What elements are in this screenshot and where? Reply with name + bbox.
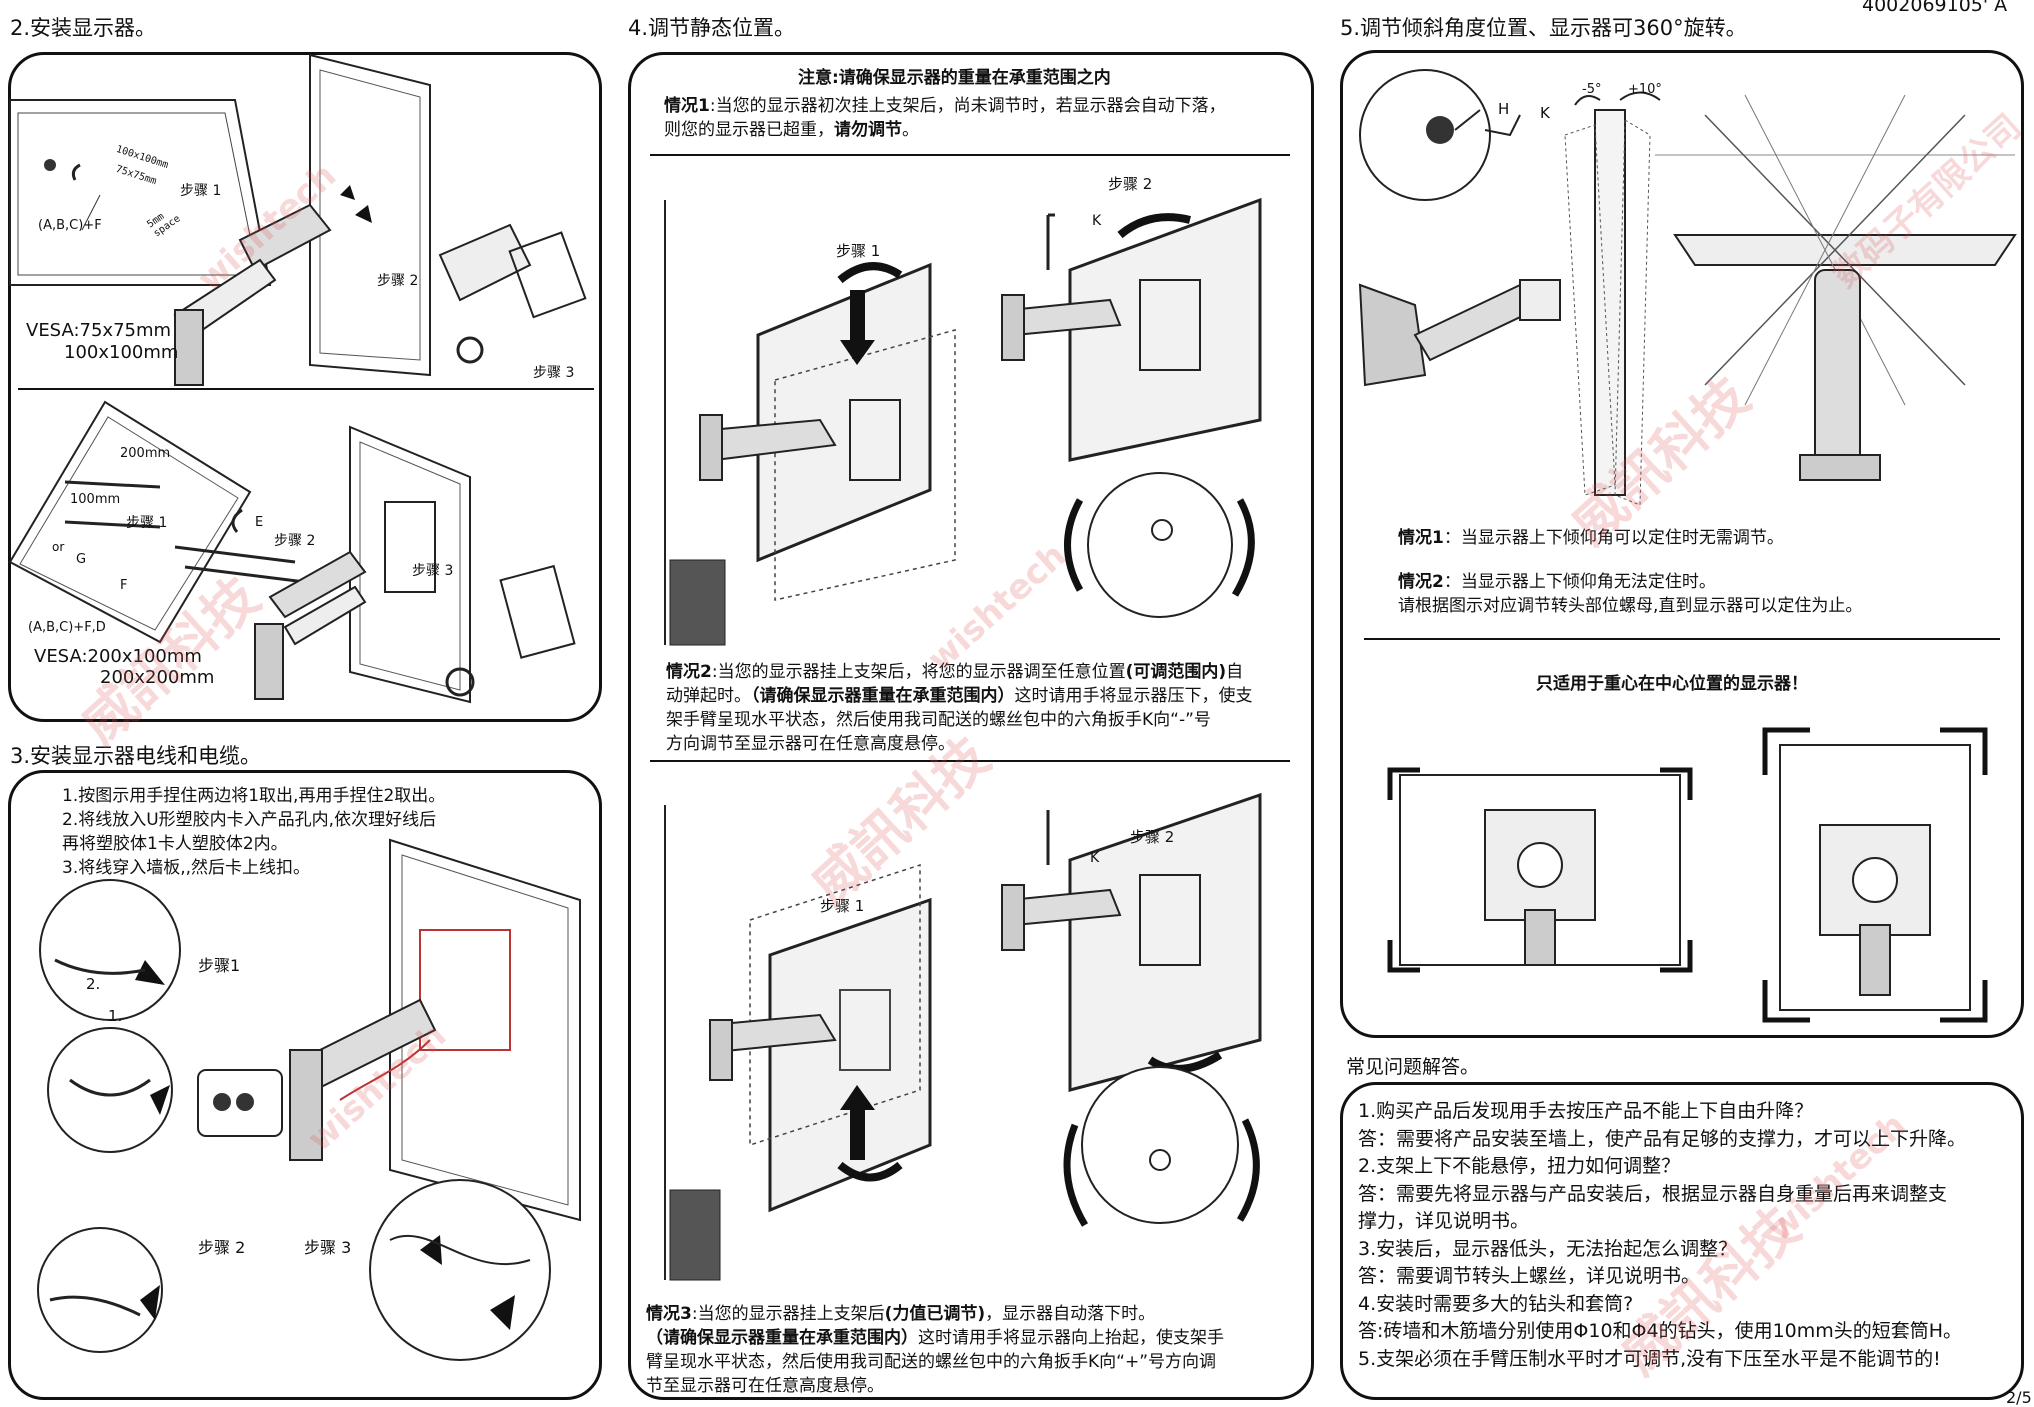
- cable-instruction-2b: 再将塑胶体1卡人塑胶体2内。: [62, 834, 288, 854]
- label-parts-abcf: (A,B,C)+F: [38, 218, 102, 233]
- label-step-2: 步骤 2: [377, 273, 419, 289]
- case-2-line-1: 情况2:当您的显示器挂上支架后，将您的显示器调至任意位置(可调范围内)自: [666, 662, 1244, 682]
- label-step-2-d: 步骤 2: [1108, 175, 1153, 193]
- label-h: H: [1498, 100, 1510, 118]
- label-100mm: 100mm: [70, 492, 121, 507]
- label-step-1-e: 步骤 1: [820, 897, 865, 915]
- faq-line: 撑力，详见说明书。: [1358, 1210, 1530, 1232]
- wall-mount-illustration-bottom: [8, 400, 576, 704]
- section-5-panel: [1340, 50, 2024, 1038]
- label-number-2: 2.: [86, 975, 101, 993]
- label-number-1: 1.: [108, 1007, 123, 1025]
- vesa-spec-bottom-2: 200x200mm: [100, 667, 215, 688]
- label-angle-plus: +10°: [1628, 82, 1662, 97]
- label-200mm: 200mm: [120, 446, 171, 461]
- section-4-divider-1: [650, 154, 1290, 156]
- section-4-title: 4.调节静态位置。: [628, 16, 796, 40]
- label-or: or: [52, 540, 65, 554]
- case-2-illustration: [664, 197, 1262, 646]
- label-angle-minus: -5°: [1582, 82, 1602, 97]
- label-k-tilt: K: [1540, 104, 1550, 122]
- cable-instruction-1: 1.按图示用手捏住两边将1取出,再用手捏住2取出。: [62, 786, 446, 806]
- section-2-title: 2.安装显示器。: [10, 16, 157, 40]
- label-step-2-b: 步骤 2: [274, 533, 316, 549]
- case-1-line-2: 则您的显示器已超重，请勿调节。: [664, 120, 919, 140]
- section-5-divider: [1364, 638, 2000, 640]
- faq-line: 5.支架必须在手臂压制水平时才可调节,没有下压至水平是不能调节的!: [1358, 1347, 1941, 1370]
- label-step-1: 步骤 1: [180, 183, 222, 199]
- case-2-line-4: 方向调节至显示器可在任意高度悬停。: [666, 734, 955, 754]
- cable-illustration: [37, 838, 581, 1361]
- label-k-bottom: K: [1090, 850, 1100, 866]
- rotation-illustration: [1387, 727, 1988, 1023]
- label-part-e: E: [255, 515, 264, 530]
- case-2-line-3: 架手臂呈现水平状态，然后使用我司配送的螺丝包中的六角扳手K向“-”号: [666, 710, 1211, 730]
- case-2-line-2: 动弹起时。（请确保显示器重量在承重范围内）这时请用手将显示器压下，使支: [666, 686, 1253, 706]
- tilt-case-2: 情况2：当显示器上下倾仰角无法定住时。: [1398, 572, 1716, 592]
- faq-line: 2.支架上下不能悬停，扭力如何调整？: [1358, 1155, 1681, 1177]
- section-2-divider: [18, 388, 594, 390]
- label-part-g: G: [76, 552, 87, 567]
- vesa-spec-bottom-1: VESA:200x100mm: [34, 646, 202, 667]
- tilt-rotate-illustration: [1358, 69, 2017, 506]
- section-3-panel: [8, 770, 602, 1400]
- label-parts-abcfd: (A,B,C)+F,D: [28, 620, 106, 635]
- faq-line: 答：需要先将显示器与产品安装后，根据显示器自身重量后再来调整支: [1358, 1182, 1948, 1205]
- document-code: 4002069105' A: [1862, 0, 2008, 16]
- faq-line: 3.安装后，显示器低头，无法抬起怎么调整？: [1358, 1237, 1738, 1260]
- weight-notice: 注意:请确保显示器的重量在承重范围之内: [798, 68, 1111, 88]
- faq-line: 1.购买产品后发现用手去按压产品不能上下自由升降？: [1358, 1100, 1814, 1122]
- label-step-3-b: 步骤 3: [412, 563, 454, 579]
- cable-instruction-2: 2.将线放入U形塑胶内卡入产品孔内,依次理好线后: [62, 810, 437, 830]
- label-k-top: K: [1092, 213, 1102, 229]
- tilt-case-1: 情况1：当显示器上下倾仰角可以定住时无需调节。: [1398, 528, 1784, 548]
- faq-panel: [1340, 1082, 2024, 1400]
- vesa-spec-top-2: 100x100mm: [64, 342, 179, 363]
- case-3-line-1: 情况3:当您的显示器挂上支架后(力值已调节)，显示器自动落下时。: [646, 1304, 1156, 1324]
- page-number: 2/5: [2006, 1388, 2032, 1407]
- label-step-2-c: 步骤 2: [198, 1238, 246, 1257]
- faq-title: 常见问题解答。: [1346, 1056, 1480, 1078]
- center-gravity-note: 只适用于重心在中心位置的显示器！: [1536, 674, 1808, 694]
- faq-line: 答：需要调节转头上螺丝，详见说明书。: [1358, 1265, 1701, 1287]
- label-step-1-b: 步骤 1: [126, 515, 168, 531]
- faq-line: 答:砖墙和木筋墙分别使用Φ10和Φ4的钻头，使用10mm头的短套筒H。: [1358, 1320, 1963, 1342]
- cable-instruction-3: 3.将线穿入墙板,,然后卡上线扣。: [62, 858, 311, 878]
- label-step-1-d: 步骤 1: [836, 242, 881, 260]
- label-step-2-e: 步骤 2: [1130, 828, 1175, 846]
- vesa-spec-top-1: VESA:75x75mm: [26, 320, 172, 341]
- label-step-3-c: 步骤 3: [304, 1238, 352, 1257]
- case-3-line-3: 臂呈现水平状态，然后使用我司配送的螺丝包中的六角扳手K向“+”号方向调: [646, 1352, 1217, 1372]
- section-4-panel: [628, 52, 1314, 1400]
- case-3-line-2: （请确保显示器重量在承重范围内）这时请用手将显示器向上抬起，使支架手: [646, 1328, 1224, 1348]
- section-5-title: 5.调节倾斜角度位置、显示器可360°旋转。: [1340, 16, 1747, 40]
- wall-mount-illustration-top: [9, 53, 587, 386]
- faq-line: 4.安装时需要多大的钻头和套筒?: [1358, 1292, 1634, 1315]
- case-1-line-1: 情况1:当您的显示器初次挂上支架后，尚未调节时，若显示器会自动下落，: [664, 96, 1226, 116]
- tilt-case-2-line-2: 请根据图示对应调节转头部位螺母,直到显示器可以定住为止。: [1398, 596, 1863, 616]
- section-2-panel: [8, 52, 602, 722]
- label-part-f: F: [120, 578, 128, 593]
- faq-line: 答：需要将产品安装至墙上，使产品有足够的支撑力，才可以上下升降。: [1358, 1127, 1967, 1150]
- label-step-3: 步骤 3: [533, 365, 575, 381]
- case-3-illustration: [664, 792, 1262, 1281]
- section-4-divider-2: [650, 760, 1290, 762]
- section-3-title: 3.安装显示器电线和电缆。: [10, 744, 262, 768]
- case-3-line-4: 节至显示器可在任意高度悬停。: [646, 1376, 884, 1396]
- label-step-1-c: 步骤1: [198, 956, 241, 975]
